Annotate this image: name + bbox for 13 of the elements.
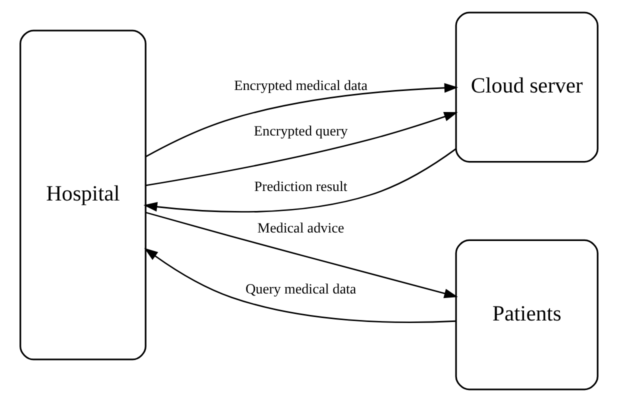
arrow (144, 148, 456, 213)
edge-label: Prediction result (254, 179, 348, 196)
edge-label: Query medical data (245, 281, 356, 298)
node-box: Patients (455, 239, 598, 390)
node-box: Hospital (20, 30, 146, 360)
arrow (146, 212, 458, 298)
node-box: Cloud server (455, 12, 598, 163)
arrow (146, 83, 458, 158)
edge-label: Encrypted medical data (234, 78, 368, 94)
edge-label: Encrypted query (254, 124, 348, 140)
arrow (144, 248, 456, 323)
edge-label: Medical advice (257, 220, 344, 236)
arrow (146, 112, 458, 186)
